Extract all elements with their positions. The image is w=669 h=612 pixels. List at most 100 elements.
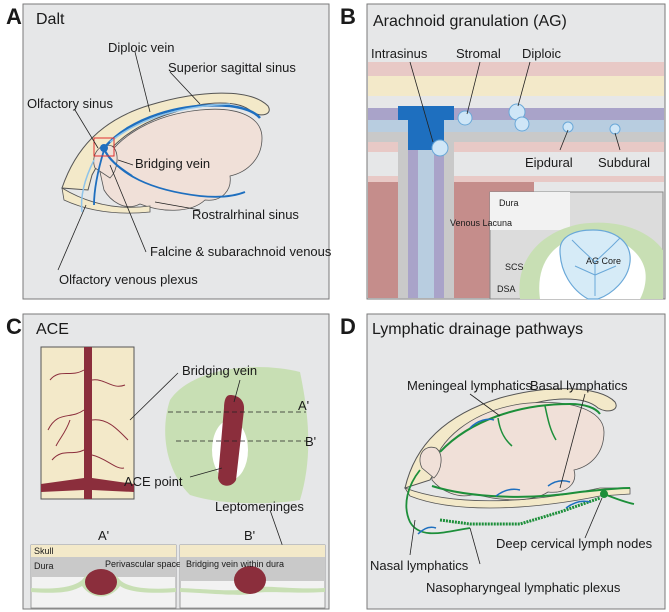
meningeal-branch (497, 405, 557, 447)
label-deep-cervical: Deep cervical lymph nodes (496, 536, 653, 551)
panel-d-title: Lymphatic drainage pathways (372, 321, 583, 338)
panel-b-letter: B (340, 4, 356, 29)
section-b-vein (234, 566, 266, 594)
section-a-skull (31, 545, 176, 557)
rostral-rhinal-sinus-vessel (103, 149, 246, 198)
label-diploic-vein: Diploic vein (108, 40, 174, 55)
label-meningeal-lymphatics: Meningeal lymphatics (407, 378, 533, 393)
intrasinus-ag-shape (398, 106, 454, 150)
label-ace-point: ACE point (124, 474, 183, 489)
section-a-dura (31, 557, 176, 577)
nasal-lymphatics-vessel (405, 469, 471, 535)
label-rostral-rhinal-sinus: Rostralrhinal sinus (192, 207, 299, 222)
section-a-label-dura: Dura (34, 561, 54, 571)
panel-c: C ACE A' B' Bridging vein ACE point Lept… (6, 313, 330, 610)
sinus-channel-blue (418, 146, 434, 298)
nasopharyngeal-plexus (439, 496, 601, 526)
label-intrasinus: Intrasinus (371, 46, 428, 61)
section-b-title: B' (244, 528, 255, 543)
label-nasal-lymphatics: Nasal lymphatics (370, 558, 469, 573)
label-falcine-subarachnoid: Falcine & subarachnoid venous (150, 244, 332, 259)
label-stromal: Stromal (456, 46, 501, 61)
flow-arrow-1 (469, 418, 495, 429)
lower-block-left (368, 180, 398, 298)
leader-diploic (134, 51, 151, 113)
label-bridging-vein: Bridging vein (135, 156, 210, 171)
bridging-vein-3d (218, 395, 245, 486)
panel-b-title: Arachnoid granulation (AG) (373, 13, 567, 30)
panel-d: D Lymphatic drainage pathways Meningeal … (340, 313, 666, 610)
inset-white (490, 192, 570, 230)
layer-gray (368, 132, 664, 142)
meningeal-lymphatics-vessel (439, 402, 601, 453)
label-olfactory-sinus: Olfactory sinus (27, 96, 113, 111)
diploic-vein-vessel (109, 103, 231, 143)
label-b-prime: B' (305, 434, 316, 449)
cervical-outflow (603, 493, 635, 505)
panel-b: B Arachnoid granulation (AG) Intrasi (340, 3, 666, 300)
label-diploic: Diploic (522, 46, 562, 61)
skull-base (61, 187, 151, 214)
inset-ag-core-branches (571, 237, 621, 296)
label-nasopharyngeal: Nasopharyngeal lymphatic plexus (426, 580, 621, 595)
olfactory-sinus-highlight-box (93, 137, 115, 157)
leader-bridging (117, 159, 134, 166)
olfactory-sinus-node (100, 144, 108, 152)
stromal-granulation (457, 110, 473, 126)
leader-deep-cervical (584, 497, 603, 539)
label-bridging-vein-c: Bridging vein (182, 363, 257, 378)
layer-pink (368, 142, 664, 152)
epidural-granulation (562, 121, 574, 133)
leader-falcine (109, 164, 147, 253)
diploic-granulation-2 (514, 116, 530, 132)
skull-base-d (404, 487, 631, 509)
subdural-granulation (609, 123, 621, 135)
inset-label-dura: Dura (499, 198, 519, 208)
leader-ace-point (189, 467, 223, 478)
leader-nasopharyngeal (469, 527, 481, 565)
lower-pink-left (368, 176, 398, 182)
label-epidural: Eipdural (525, 155, 573, 170)
label-subdural: Subdural (598, 155, 650, 170)
flow-arrow-4 (565, 500, 591, 509)
panel-d-letter: D (340, 314, 356, 339)
layer-bone-top (368, 62, 664, 76)
inset-label-ag-core: AG Core (586, 256, 621, 266)
leader-subdural (614, 132, 621, 151)
inset-label-dsa: DSA (497, 284, 516, 294)
inset-label-venous-lacuna: Venous Lacuna (450, 218, 512, 228)
leader-olfactory-plexus (57, 204, 87, 271)
leader-rostral (154, 201, 201, 211)
leader-basal (559, 393, 586, 489)
flow-arrow-3 (547, 480, 571, 487)
leader-bridging-c1 (129, 372, 179, 421)
falcine-vessel (93, 149, 105, 206)
panel-a: A Dalt Diploic vein Superior sagittal si… (6, 3, 332, 300)
section-b-label-bridging: Bridging vein within dura (186, 559, 284, 569)
leader-superior-sagittal (169, 71, 201, 105)
panel-c-title: ACE (36, 321, 69, 338)
panel-a-letter: A (6, 4, 22, 29)
leader-intrasinus (409, 61, 434, 143)
section-b-skull (180, 545, 325, 557)
section-a-label-perivascular: Perivascular space (105, 559, 181, 569)
leader-olfactory-sinus (74, 109, 99, 149)
olfactory-bulb-d (419, 446, 442, 479)
leader-meningeal (469, 393, 501, 417)
leader-bridging-c2 (233, 379, 241, 403)
panel-a-title: Dalt (36, 11, 65, 28)
panel-c-letter: C (6, 314, 22, 339)
dorsal-view-branches (47, 369, 129, 469)
label-superior-sagittal-sinus: Superior sagittal sinus (168, 60, 296, 75)
label-basal-lymphatics: Basal lymphatics (530, 378, 628, 393)
leader-diploic-b (517, 61, 531, 107)
ag-inset: Dura Venous Lacuna SCS AG Core DSA (450, 191, 664, 300)
flow-arrow-2 (495, 488, 521, 497)
label-leptomeninges: Leptomeninges (215, 499, 304, 514)
label-a-prime: A' (298, 398, 309, 413)
olfactory-venous-plexus-vessel (80, 159, 95, 213)
section-a-label-skull: Skull (34, 546, 54, 556)
leader-nasal (409, 519, 416, 556)
section-a-vein (85, 569, 117, 595)
